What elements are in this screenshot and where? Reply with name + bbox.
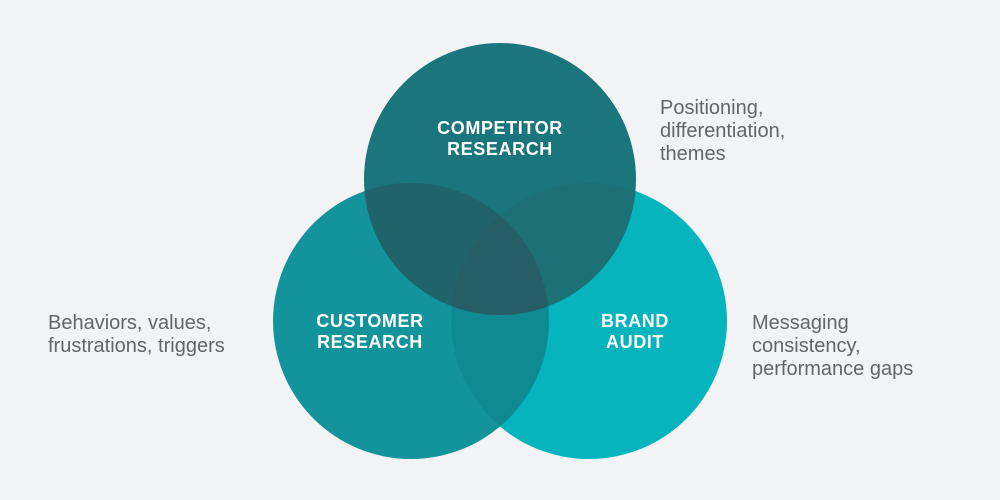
brand-circle-label: BRAND AUDIT (601, 311, 669, 352)
competitor-annotation: Positioning, differentiation, themes (660, 97, 786, 165)
customer-annotation: Behaviors, values, frustrations, trigger… (48, 312, 225, 357)
competitor-circle-label: COMPETITOR RESEARCH (437, 118, 563, 159)
customer-circle-label: CUSTOMER RESEARCH (316, 311, 424, 352)
competitor-brand-overlap (451, 183, 636, 315)
brand-annotation: Messaging consistency, performance gaps (752, 312, 914, 380)
competitor-customer-overlap (364, 183, 549, 315)
